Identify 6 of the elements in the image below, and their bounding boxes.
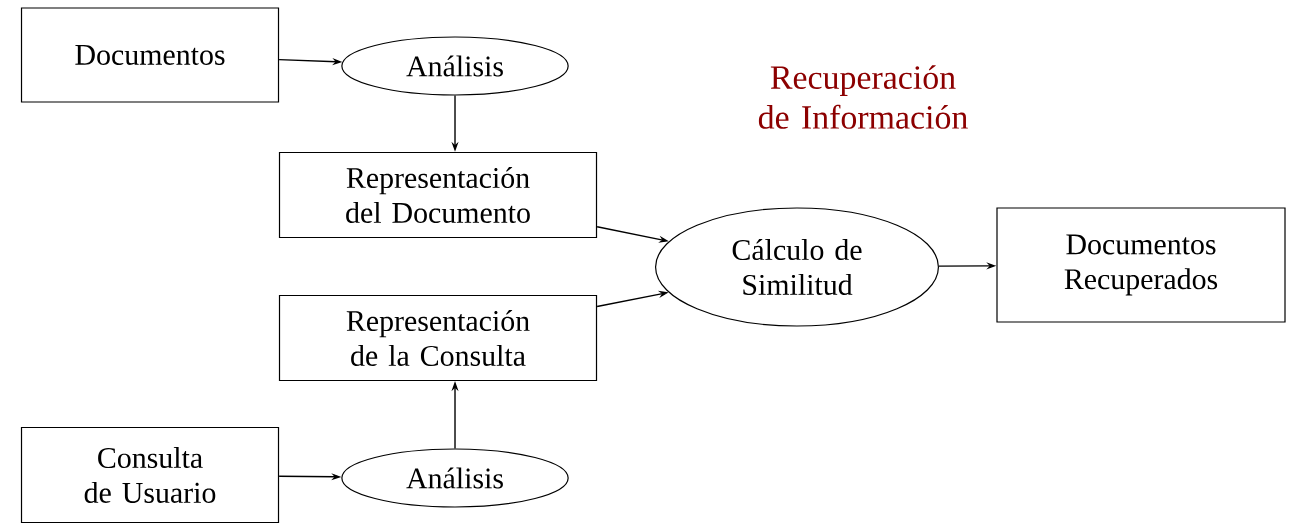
process-box: Representación de la Consulta	[278, 294, 598, 382]
title: Recuperación de Información	[758, 65, 968, 129]
process-box: Documentos	[20, 7, 280, 103]
process-box: Consulta de Usuario	[20, 426, 280, 524]
process-box: Documentos Recuperados	[996, 207, 1286, 323]
process-box: Representación del Documento	[278, 151, 598, 239]
